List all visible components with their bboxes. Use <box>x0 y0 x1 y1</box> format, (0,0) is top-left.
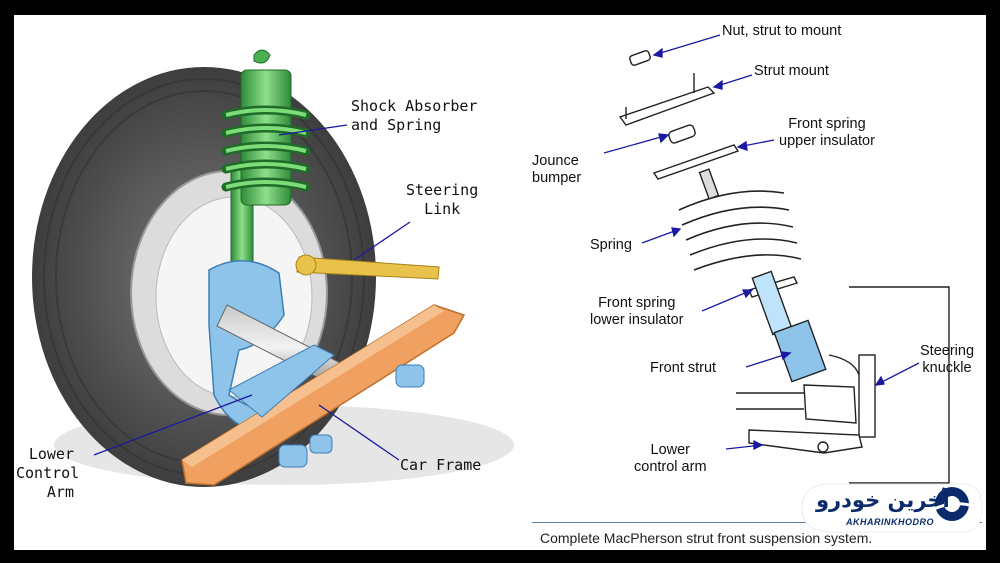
label-nut: Nut, strut to mount <box>722 23 842 39</box>
label-lower-insulator: Front spring lower insulator <box>590 295 684 328</box>
steering-knuckle-part <box>858 354 876 438</box>
figure-caption: Complete MacPherson strut front suspensi… <box>540 530 873 546</box>
bushing-3 <box>309 434 333 454</box>
shock-body <box>240 69 292 206</box>
shock-top-nut <box>253 49 271 64</box>
cv-joint <box>803 384 857 424</box>
exploded-strut-drawing <box>618 50 950 484</box>
label-strut-mount: Strut mount <box>754 63 829 79</box>
label-steering-knuckle: Steering knuckle <box>920 343 975 376</box>
label-car-frame: Car Frame <box>400 456 482 474</box>
front-strut-part <box>773 319 827 383</box>
label-jounce-bumper: Jounce bumper <box>532 153 582 186</box>
jounce-bumper-part <box>668 124 696 144</box>
upper-insulator-part <box>652 144 740 180</box>
logo-text-en: AKHARINKHODRO <box>846 517 934 527</box>
watermark-logo: آخرین خودرو AKHARINKHODRO <box>792 478 986 536</box>
lower-arm-part <box>748 429 863 454</box>
label-steering-link: Steering Link <box>406 181 479 218</box>
logo-graphic <box>801 483 983 533</box>
bushing-1 <box>395 364 425 388</box>
nut-part <box>629 50 651 66</box>
diagram-canvas: Shock Absorber and Spring Steering Link … <box>14 15 986 550</box>
label-front-strut: Front strut <box>650 360 717 376</box>
lower-control-arm-blue <box>228 344 335 418</box>
left-leader-lines <box>93 124 411 461</box>
bushing-2 <box>278 444 308 468</box>
strut-mount-part <box>618 86 716 126</box>
right-leader-lines <box>603 34 920 451</box>
gear-icon <box>931 487 975 521</box>
caption-rule <box>532 522 982 523</box>
label-lower-control-arm-left: Lower Control Arm <box>16 445 80 501</box>
label-lower-control-arm-right: Lower control arm <box>634 442 707 475</box>
suspension-illustration <box>32 34 950 487</box>
label-upper-insulator: Front spring upper insulator <box>779 116 875 149</box>
spring-part <box>678 190 802 271</box>
label-spring: Spring <box>590 237 632 253</box>
logo-text-fa: آخرین خودرو <box>816 488 950 512</box>
label-shock-absorber: Shock Absorber and Spring <box>351 97 478 134</box>
coil-highlight <box>225 108 307 189</box>
